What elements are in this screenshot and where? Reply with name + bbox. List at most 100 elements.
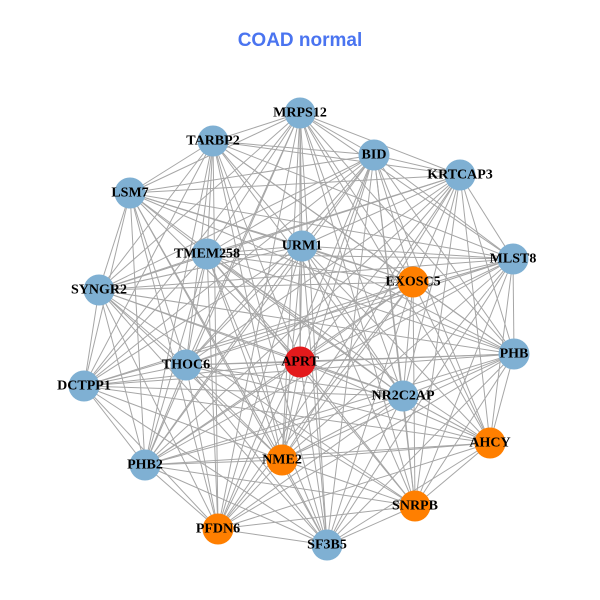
node-circle[interactable] xyxy=(83,274,115,306)
node-circle[interactable] xyxy=(266,444,298,476)
node-circle[interactable] xyxy=(197,125,229,157)
edge-KRTCAP3-SNRPB xyxy=(414,174,461,507)
node-circle[interactable] xyxy=(284,97,316,129)
edge-TARBP2-SYNGR2 xyxy=(98,140,214,291)
node-circle[interactable] xyxy=(129,449,161,481)
node-SYNGR2[interactable]: SYNGR2 xyxy=(71,274,127,306)
edge-MRPS12-NME2 xyxy=(281,112,301,461)
node-label: SF3B5 xyxy=(307,538,347,553)
node-circle[interactable] xyxy=(397,266,429,298)
edge-BID-AHCY xyxy=(373,154,491,444)
node-circle[interactable] xyxy=(286,230,318,262)
node-circle[interactable] xyxy=(284,346,316,378)
edge-NME2-PFDN6 xyxy=(217,459,283,530)
node-TARBP2[interactable]: TARBP2 xyxy=(186,125,240,157)
edge-MRPS12-PHB2 xyxy=(144,112,301,466)
edge-APRT-SNRPB xyxy=(299,361,416,507)
node-PHB2[interactable]: PHB2 xyxy=(127,449,163,481)
edge-EXOSC5-NR2C2AP xyxy=(402,281,414,397)
node-label: URM1 xyxy=(282,239,322,254)
node-label: PHB2 xyxy=(127,458,163,473)
node-NME2[interactable]: NME2 xyxy=(262,444,302,476)
edge-NR2C2AP-NME2 xyxy=(281,395,404,461)
node-circle[interactable] xyxy=(311,529,343,561)
node-label: EXOSC5 xyxy=(385,275,440,290)
edge-TARBP2-SF3B5 xyxy=(212,140,328,546)
node-TMEM258[interactable]: TMEM258 xyxy=(174,238,240,270)
edge-PHB2-SNRPB xyxy=(144,464,416,507)
edge-MLST8-PHB2 xyxy=(144,258,514,466)
edge-MRPS12-DCTPP1 xyxy=(83,112,301,387)
edge-APRT-NME2 xyxy=(281,361,301,461)
node-circle[interactable] xyxy=(387,380,419,412)
node-LSM7[interactable]: LSM7 xyxy=(111,177,149,209)
edge-NR2C2AP-PHB2 xyxy=(144,395,404,466)
node-BID[interactable]: BID xyxy=(358,139,390,171)
node-label: BID xyxy=(362,148,387,163)
edge-PHB2-SF3B5 xyxy=(144,464,328,546)
edge-URM1-PHB2 xyxy=(144,245,303,466)
node-APRT[interactable]: APRT xyxy=(281,346,319,378)
edge-SYNGR2-PHB xyxy=(98,289,515,355)
edge-NR2C2AP-PFDN6 xyxy=(217,395,404,530)
node-PFDN6[interactable]: PFDN6 xyxy=(196,513,240,545)
edge-URM1-PHB xyxy=(301,245,515,355)
edge-MLST8-EXOSC5 xyxy=(412,258,514,283)
node-DCTPP1[interactable]: DCTPP1 xyxy=(57,370,111,402)
edge-TMEM258-SNRPB xyxy=(206,253,416,507)
edge-BID-EXOSC5 xyxy=(373,154,414,283)
node-circle[interactable] xyxy=(170,349,202,381)
node-circle[interactable] xyxy=(497,243,529,275)
edge-TARBP2-BID xyxy=(212,140,375,156)
node-circle[interactable] xyxy=(444,159,476,191)
edge-LSM7-MLST8 xyxy=(129,192,514,260)
edge-URM1-APRT xyxy=(299,245,303,363)
edge-BID-MLST8 xyxy=(373,154,514,260)
edge-BID-PHB2 xyxy=(144,154,375,466)
node-SNRPB[interactable]: SNRPB xyxy=(392,490,438,522)
edge-PFDN6-SF3B5 xyxy=(217,528,328,546)
node-label: SYNGR2 xyxy=(71,283,127,298)
node-KRTCAP3[interactable]: KRTCAP3 xyxy=(427,159,493,191)
edge-PHB-PFDN6 xyxy=(217,353,515,530)
edge-LSM7-SYNGR2 xyxy=(98,192,131,291)
edge-BID-URM1 xyxy=(301,154,375,247)
node-label: DCTPP1 xyxy=(57,379,111,394)
node-AHCY[interactable]: AHCY xyxy=(469,427,511,459)
node-SF3B5[interactable]: SF3B5 xyxy=(307,529,347,561)
edge-TARBP2-MLST8 xyxy=(212,140,514,260)
edge-TMEM258-SYNGR2 xyxy=(98,253,208,291)
edge-DCTPP1-AHCY xyxy=(83,385,491,444)
node-circle[interactable] xyxy=(474,427,506,459)
edge-APRT-NR2C2AP xyxy=(299,361,404,397)
edge-MLST8-PHB xyxy=(512,258,515,355)
edge-DCTPP1-PHB2 xyxy=(83,385,146,466)
node-circle[interactable] xyxy=(202,513,234,545)
edge-EXOSC5-THOC6 xyxy=(185,281,414,366)
node-PHB[interactable]: PHB xyxy=(498,338,530,370)
edge-MLST8-URM1 xyxy=(301,245,514,260)
edge-SNRPB-PFDN6 xyxy=(217,505,416,530)
edge-MRPS12-AHCY xyxy=(299,112,491,444)
edge-EXOSC5-PFDN6 xyxy=(217,281,414,530)
edge-SYNGR2-PFDN6 xyxy=(98,289,219,530)
edge-SYNGR2-DCTPP1 xyxy=(83,289,100,387)
edge-MLST8-APRT xyxy=(299,258,514,363)
edge-MRPS12-SYNGR2 xyxy=(98,112,301,291)
node-URM1[interactable]: URM1 xyxy=(282,230,322,262)
node-MRPS12[interactable]: MRPS12 xyxy=(273,97,327,129)
node-MLST8[interactable]: MLST8 xyxy=(490,243,537,275)
node-circle[interactable] xyxy=(191,238,223,270)
edge-URM1-THOC6 xyxy=(185,245,303,366)
edge-LSM7-SF3B5 xyxy=(129,192,328,546)
node-THOC6[interactable]: THOC6 xyxy=(162,349,210,381)
node-NR2C2AP[interactable]: NR2C2AP xyxy=(372,380,435,412)
node-circle[interactable] xyxy=(68,370,100,402)
node-circle[interactable] xyxy=(498,338,530,370)
node-circle[interactable] xyxy=(358,139,390,171)
node-circle[interactable] xyxy=(399,490,431,522)
edge-LSM7-NR2C2AP xyxy=(129,192,404,397)
node-EXOSC5[interactable]: EXOSC5 xyxy=(385,266,441,298)
node-circle[interactable] xyxy=(114,177,146,209)
